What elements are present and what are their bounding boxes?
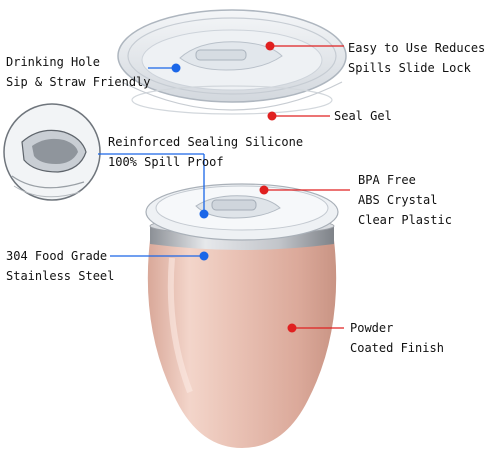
drinking-hole-callout: Drinking Hole Sip & Straw Friendly (6, 52, 151, 92)
silicone-seal-inset (3, 103, 101, 201)
seal-gel-callout: Seal Gel (334, 106, 392, 126)
seal-gel-line1: Seal Gel (334, 109, 392, 123)
easy-to-use-line2: Spills Slide Lock (348, 61, 471, 75)
drinking-hole-line2: Sip & Straw Friendly (6, 75, 151, 89)
lid-top-view (117, 9, 347, 115)
bpa-free-callout: BPA Free ABS Crystal Clear Plastic (358, 170, 452, 230)
silicone-marker (199, 209, 209, 219)
tumbler (145, 183, 339, 448)
bpa-marker (259, 185, 269, 195)
reinforced-sealing-line1: Reinforced Sealing Silicone (108, 135, 304, 149)
slide-lock-marker (265, 41, 275, 51)
bpa-free-line1: BPA Free (358, 173, 416, 187)
powder-coated-line1: Powder (350, 321, 394, 335)
powder-marker (287, 323, 297, 333)
drinking-hole-marker (171, 63, 181, 73)
easy-to-use-line1: Easy to Use Reduces (348, 41, 486, 55)
powder-coated-line2: Coated Finish (350, 341, 444, 355)
steel-marker (199, 251, 209, 261)
reinforced-sealing-callout: Reinforced Sealing Silicone 100% Spill P… (108, 132, 303, 172)
stainless-steel-line2: Stainless Steel (6, 269, 115, 283)
bpa-free-line2: ABS Crystal (358, 193, 438, 207)
stainless-steel-line1: 304 Food Grade (6, 249, 108, 263)
powder-coated-callout: Powder Coated Finish (350, 318, 444, 358)
stainless-steel-callout: 304 Food Grade Stainless Steel (6, 246, 114, 286)
bpa-free-line3: Clear Plastic (358, 213, 452, 227)
callout-lines (98, 41, 350, 333)
drinking-hole-line1: Drinking Hole (6, 55, 100, 69)
reinforced-sealing-line2: 100% Spill Proof (108, 155, 224, 169)
seal-gel-marker (267, 111, 277, 121)
easy-to-use-callout: Easy to Use Reduces Spills Slide Lock (348, 38, 485, 78)
